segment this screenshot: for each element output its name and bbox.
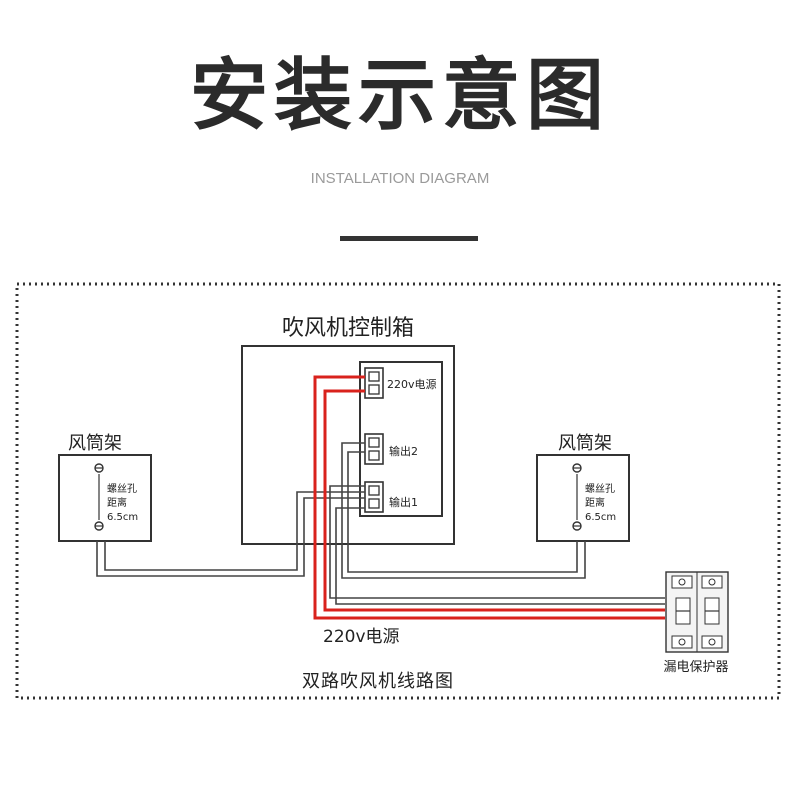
left-duct-label: 风筒架 (68, 433, 122, 454)
wire-power-a (313, 375, 665, 620)
page-subtitle: INSTALLATION DIAGRAM (310, 170, 490, 187)
left-duct-note-2: 距离 (107, 496, 127, 509)
right-screw-icon (572, 463, 582, 531)
signal-wires (96, 442, 665, 605)
terminal-output1 (364, 481, 384, 513)
terminal-output2-label: 输出2 (389, 444, 418, 458)
breaker-label: 漏电保护器 (663, 659, 728, 675)
terminal-power (364, 367, 384, 399)
right-duct-note-3: 6.5cm (585, 512, 616, 523)
page-title: 安装示意图 (189, 51, 610, 141)
diagram-caption: 双路吹风机线路图 (302, 671, 454, 692)
right-duct-note-2: 距离 (585, 496, 605, 509)
right-duct-holder (536, 454, 630, 542)
left-duct-note-1: 螺丝孔 (107, 483, 137, 495)
wire-right-a (341, 442, 586, 579)
control-box-label: 吹风机控制箱 (282, 316, 414, 341)
power-label: 220v电源 (323, 627, 400, 647)
power-wires (313, 375, 665, 620)
title-divider (340, 236, 478, 241)
terminal-power-label: 220v电源 (387, 377, 437, 391)
wire-breaker-b (329, 485, 665, 599)
wire-right-b (347, 451, 578, 573)
left-duct-note-3: 6.5cm (107, 512, 138, 523)
wire-left-b (104, 491, 365, 571)
wire-power-b (323, 389, 665, 612)
breaker-icon (665, 571, 729, 653)
right-duct-note-1: 螺丝孔 (585, 483, 615, 495)
terminal-output1-label: 输出1 (389, 495, 418, 509)
right-duct-label: 风筒架 (558, 433, 612, 454)
left-duct-holder (58, 454, 152, 542)
left-screw-icon (94, 463, 104, 531)
terminal-output2 (364, 433, 384, 465)
wire-breaker-a (335, 507, 665, 605)
